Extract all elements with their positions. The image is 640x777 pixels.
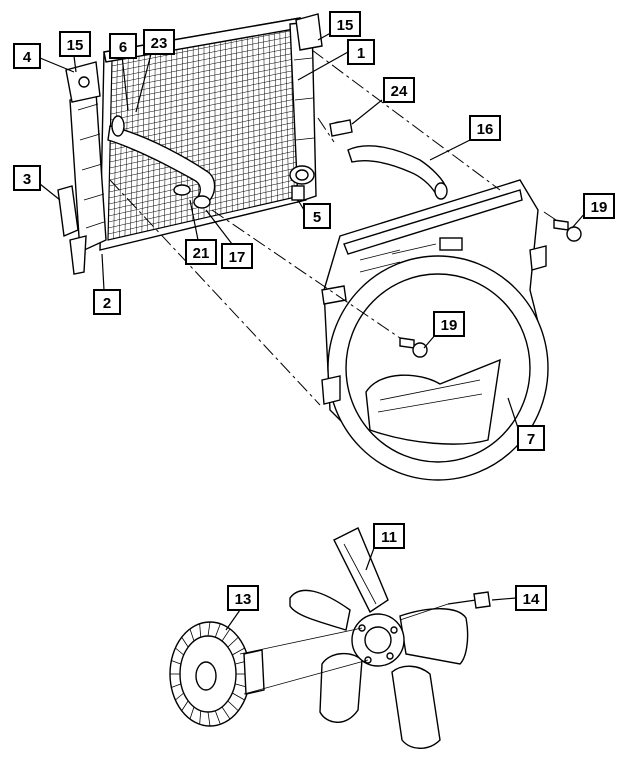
- fan-blade-assembly: [289, 527, 469, 749]
- callout-21: 21: [185, 239, 217, 265]
- fan-shroud: [321, 179, 549, 481]
- mount-bracket-right: [295, 13, 323, 51]
- callout-14: 14: [515, 585, 547, 611]
- leader-lines: [39, 29, 587, 631]
- callout-19-right-label: 19: [591, 199, 608, 216]
- hose-clamp: [111, 115, 191, 196]
- callout-19-center-label: 19: [441, 317, 458, 334]
- radiator-drain-cock: [291, 185, 305, 201]
- callout-16-label: 16: [477, 121, 494, 138]
- callout-24-label: 24: [391, 83, 408, 100]
- callout-17: 17: [221, 243, 253, 269]
- callout-3-label: 3: [23, 171, 31, 188]
- callout-4-label: 4: [23, 49, 32, 66]
- callout-19-right: 19: [583, 193, 615, 219]
- fan-assembly-lines: [239, 603, 449, 695]
- callout-11-label: 11: [381, 529, 397, 546]
- upper-radiator-hose: [329, 119, 448, 200]
- callout-15-right: 15: [329, 11, 361, 37]
- callout-13: 13: [227, 585, 259, 611]
- radiator-left-tank: [57, 91, 107, 275]
- callout-1: 1: [347, 39, 375, 65]
- shroud-bolt-center: [399, 337, 428, 358]
- callout-15-left: 15: [59, 31, 91, 57]
- callout-13-label: 13: [235, 591, 252, 608]
- callout-7-label: 7: [527, 431, 535, 448]
- callout-3: 3: [13, 165, 41, 191]
- callout-6: 6: [109, 33, 137, 59]
- callout-16: 16: [469, 115, 501, 141]
- callout-4: 4: [13, 43, 41, 69]
- assembly-lines: [109, 49, 557, 406]
- callout-6-label: 6: [119, 39, 127, 56]
- callout-11: 11: [373, 523, 405, 549]
- shroud-bolt-right: [553, 219, 582, 242]
- callout-2-label: 2: [103, 295, 111, 312]
- radiator-right-tank: [289, 21, 317, 203]
- callout-15-left-label: 15: [67, 37, 84, 54]
- callout-23: 23: [143, 29, 175, 55]
- callout-15-right-label: 15: [337, 17, 354, 34]
- callout-7: 7: [517, 425, 545, 451]
- radiator-core: [99, 17, 307, 251]
- callout-17-label: 17: [229, 249, 246, 266]
- callout-21-label: 21: [193, 245, 210, 262]
- callout-14-label: 14: [523, 591, 540, 608]
- callout-5: 5: [303, 203, 331, 229]
- lower-radiator-hose: [107, 125, 216, 209]
- callout-23-label: 23: [151, 35, 168, 52]
- callout-24: 24: [383, 77, 415, 103]
- callout-1-label: 1: [357, 45, 365, 62]
- callout-19-center: 19: [433, 311, 465, 337]
- mount-bracket-left: [65, 61, 101, 103]
- fan-bolt: [447, 591, 491, 609]
- callout-2: 2: [93, 289, 121, 315]
- fan-clutch: [169, 621, 265, 727]
- callout-5-label: 5: [313, 209, 321, 226]
